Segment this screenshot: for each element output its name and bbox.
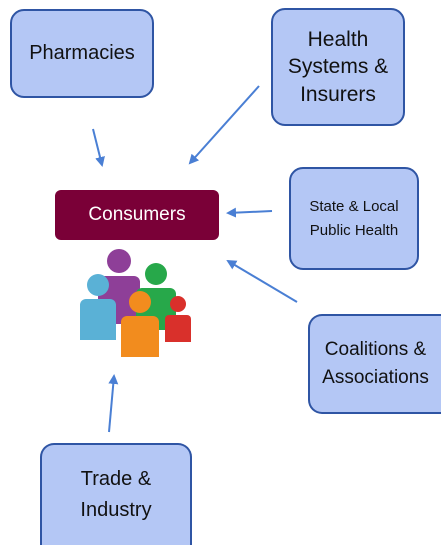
health-systems-label: Health Systems & Insurers xyxy=(287,28,389,106)
trade-box: Trade & Industry xyxy=(40,443,192,545)
arrow-coalitions xyxy=(226,259,298,303)
pharmacies-box: Pharmacies xyxy=(10,9,154,98)
consumers-label: Consumers xyxy=(55,190,219,240)
arrow-pharmacies xyxy=(92,128,105,167)
coalitions-label: Coalitions & Associations xyxy=(322,339,429,388)
arrow-health-systems xyxy=(188,85,260,165)
arrow-public-health xyxy=(226,207,273,218)
public-health-label: State & Local Public Health xyxy=(309,198,399,239)
arrow-trade xyxy=(108,374,119,433)
public-health-box: State & Local Public Health xyxy=(289,167,419,270)
health-systems-box: Health Systems & Insurers xyxy=(271,8,405,126)
coalitions-box: Coalitions & Associations xyxy=(308,314,441,414)
trade-label: Trade & Industry xyxy=(80,468,152,521)
pharmacies-label: Pharmacies xyxy=(29,42,135,64)
